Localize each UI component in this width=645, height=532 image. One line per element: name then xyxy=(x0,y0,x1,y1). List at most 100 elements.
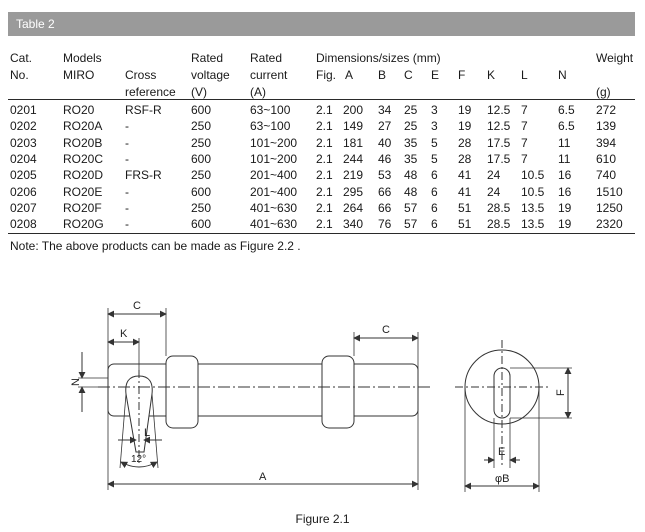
figure-caption: Figure 2.1 xyxy=(295,512,350,526)
table-cell: 272 xyxy=(596,103,617,117)
table-cell: 53 xyxy=(378,168,392,183)
table-cell: 610 xyxy=(596,151,617,166)
table-cell: 219 xyxy=(343,168,364,183)
table-cell: 10.5 xyxy=(521,168,545,183)
table-cell: 5 xyxy=(431,151,438,166)
table-cell: 0204 xyxy=(10,151,37,166)
table-cell: 0202 xyxy=(10,119,37,134)
angle-line-right xyxy=(151,393,159,469)
table-cell: 3 xyxy=(431,103,438,117)
table-cell: 13.5 xyxy=(521,217,545,232)
table-cell: - xyxy=(125,217,129,232)
table-cell: 10.5 xyxy=(521,184,545,199)
angle-arc xyxy=(120,461,158,469)
table-cell: 16 xyxy=(558,184,572,199)
table-cell: 41 xyxy=(458,168,472,183)
table-cell: 63~100 xyxy=(250,119,291,134)
table-cell: 2.1 xyxy=(316,135,333,150)
table-cell: 149 xyxy=(343,119,364,134)
table-cell: 2.1 xyxy=(316,217,333,232)
table-cell: 2.1 xyxy=(316,119,333,134)
table-cell: 28.5 xyxy=(487,217,511,232)
table-cell: 19 xyxy=(458,119,472,134)
col-F: F xyxy=(458,68,466,82)
table-cell: 25 xyxy=(404,103,418,117)
col-dimensions: Dimensions/sizes (mm) xyxy=(316,51,441,65)
right-end-cap xyxy=(321,355,355,429)
table-cell: 0208 xyxy=(10,217,37,232)
table-cell: 40 xyxy=(378,135,392,150)
table-cell: 46 xyxy=(378,151,392,166)
label-k: K xyxy=(120,328,128,340)
specs-table: Cat. Models Rated Rated Dimensions/sizes… xyxy=(8,51,635,234)
col-weight-unit: (g) xyxy=(596,85,611,99)
col-C: C xyxy=(404,68,413,82)
table-cell: RO20E xyxy=(63,184,103,199)
table-cell: RO20B xyxy=(63,135,103,150)
table-cell: 7 xyxy=(521,103,528,117)
col-rated-current-1: Rated xyxy=(250,51,283,65)
table-cell: 0201 xyxy=(10,103,37,117)
left-end-cap xyxy=(165,355,199,429)
bottom-rule xyxy=(8,233,635,234)
table-cell: RO20D xyxy=(63,168,104,183)
table-title: Table 2 xyxy=(16,17,55,31)
table-cell: 3 xyxy=(431,119,438,134)
table-cell: 16 xyxy=(558,168,572,183)
table-cell: RO20F xyxy=(63,200,102,215)
table-cell: 295 xyxy=(343,184,364,199)
table-cell: 35 xyxy=(404,135,418,150)
table-cell: 2.1 xyxy=(316,103,333,117)
table-cell: 51 xyxy=(458,200,472,215)
table-cell: 101~200 xyxy=(250,135,298,150)
table-cell: 250 xyxy=(191,119,212,134)
table-cell: 600 xyxy=(191,184,212,199)
col-E: E xyxy=(431,68,440,82)
label-e: E xyxy=(498,446,505,458)
table-cell: 740 xyxy=(596,168,617,183)
table-cell: 34 xyxy=(378,103,392,117)
table-cell: 7 xyxy=(521,119,528,134)
table-cell: - xyxy=(125,151,129,166)
table-cell: 24 xyxy=(487,184,501,199)
table-cell: 0206 xyxy=(10,184,37,199)
table-cell: 250 xyxy=(191,168,212,183)
table-cell: 27 xyxy=(378,119,392,134)
table-cell: 2.1 xyxy=(316,168,333,183)
table-title-bar: Table 2 xyxy=(8,12,635,36)
table-cell: 28.5 xyxy=(487,200,511,215)
table-cell: 0203 xyxy=(10,135,37,150)
label-c-left: C xyxy=(133,300,141,312)
table-cell: 600 xyxy=(191,217,212,232)
table-cell: 57 xyxy=(404,200,418,215)
table-cell: RO20A xyxy=(63,119,103,134)
col-voltage: voltage xyxy=(191,68,230,82)
table-cell: 13.5 xyxy=(521,200,545,215)
table-cell: 340 xyxy=(343,217,364,232)
col-rated-voltage-1: Rated xyxy=(191,51,224,65)
label-n: N xyxy=(70,378,82,386)
table-cell: 19 xyxy=(458,103,472,117)
table-cell: - xyxy=(125,135,129,150)
table-cell: 600 xyxy=(191,151,212,166)
table-cell: 11 xyxy=(558,151,571,166)
table-cell: 6 xyxy=(431,200,438,215)
col-A: A xyxy=(345,68,354,82)
label-a: A xyxy=(259,471,267,483)
col-B: B xyxy=(378,68,387,82)
table-cell: 401~630 xyxy=(250,200,298,215)
table-cell: 7 xyxy=(521,135,528,150)
table-cell: RO20 xyxy=(63,103,95,117)
table-cell: 19 xyxy=(558,217,572,232)
header-rule xyxy=(8,99,635,100)
table-cell: 6.5 xyxy=(558,103,575,117)
col-current: current xyxy=(250,68,288,82)
table-cell: 57 xyxy=(404,217,418,232)
table-cell: 63~100 xyxy=(250,103,291,117)
table-cell: 139 xyxy=(596,119,617,134)
table-cell: 66 xyxy=(378,184,392,199)
label-f: F xyxy=(555,389,567,396)
fuse-drawing: C K C N L 12° A F E φB xyxy=(70,300,572,492)
col-cross: Cross xyxy=(125,68,157,82)
col-current-unit: (A) xyxy=(250,85,266,99)
